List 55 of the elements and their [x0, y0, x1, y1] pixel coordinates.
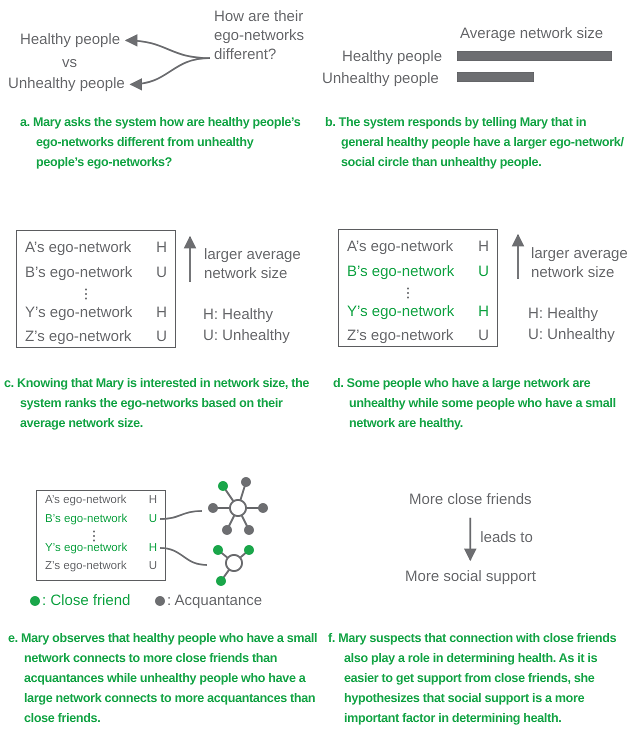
network-name: B’s ego-network [347, 263, 454, 280]
key-text: U: Unhealthy [528, 326, 615, 345]
health-code: U [478, 263, 489, 280]
arrow-note: larger average network size [531, 245, 629, 282]
list-box [16, 230, 176, 348]
health-code: H [478, 238, 489, 255]
caption: d. Some people who have a large network are unhealthy while some people who have a small network are healthy. [333, 375, 617, 432]
node-text: Unhealthy people [8, 75, 125, 94]
health-code: U [156, 328, 167, 345]
key-text: H: Healthy [528, 305, 598, 324]
connector-line [160, 547, 208, 566]
health-code: H [156, 304, 167, 321]
health-code: H [148, 494, 157, 506]
health-code: U [156, 264, 167, 281]
arrow [130, 57, 210, 90]
health-code: U [478, 327, 489, 344]
node-text: More close friends [409, 491, 532, 510]
bar-label: Healthy people [342, 48, 442, 67]
health-code: U [148, 513, 157, 525]
list-box [338, 229, 498, 347]
network-name: Y’s ego-network [25, 304, 132, 321]
network-name: Y’s ego-network [347, 303, 454, 320]
caption: c. Knowing that Mary is interested in network size, the system ranks the ego-networks based on their average network size. [4, 375, 310, 432]
arrow [124, 34, 210, 60]
network-name: B’s ego-network [25, 264, 132, 281]
arrow-note: larger average network size [204, 246, 302, 284]
caption: a. Mary asks the system how are healthy people’s ego-networks different from unhealthy people’s ego-networks? [20, 114, 302, 171]
network-name: Y’s ego-network [45, 542, 128, 554]
versus-text: vs [62, 54, 77, 73]
bar-label: Unhealthy people [322, 70, 439, 89]
arrow [464, 518, 477, 562]
health-code: U [148, 560, 157, 572]
health-code: H [478, 303, 489, 320]
network-name: Z’s ego-network [45, 560, 127, 572]
legend-text: : Acquantance [167, 592, 262, 611]
connector-line [160, 510, 202, 520]
network-name: A’s ego-network [25, 239, 132, 256]
caption: b. The system responds by telling Mary that in general healthy people have a larger ego-network/ social circle than unhealthy people. [325, 114, 625, 171]
network-name: A’s ego-network [45, 494, 126, 506]
key-text: H: Healthy [203, 306, 274, 325]
caption: f. Mary suspects that connection with close friends also play a role in determining health. As it is easier to get support from close friends, she hypothesizes that social support is a more important factor in determining health. [328, 630, 618, 727]
axis-title: Average network size [460, 25, 604, 44]
legend-text: : Close friend [42, 592, 130, 611]
health-code: H [148, 542, 157, 554]
network-name: Z’s ego-network [25, 328, 132, 345]
network-name: A’s ego-network [347, 238, 454, 255]
key-text: U: Unhealthy [203, 327, 290, 346]
list-box [36, 490, 166, 581]
caption: e. Mary observes that healthy people who have a small network connects to more close friends than acquantances while unhealthy people who have a large network connects to more acquantances than close friends. [8, 630, 318, 727]
network-name: Z’s ego-network [347, 327, 454, 344]
node-text: More social support [405, 568, 536, 587]
node-text: Healthy people [20, 31, 120, 50]
node-text: How are their ego-networks different? [214, 8, 314, 64]
health-code: H [156, 239, 167, 256]
network-name: B’s ego-network [45, 513, 128, 525]
